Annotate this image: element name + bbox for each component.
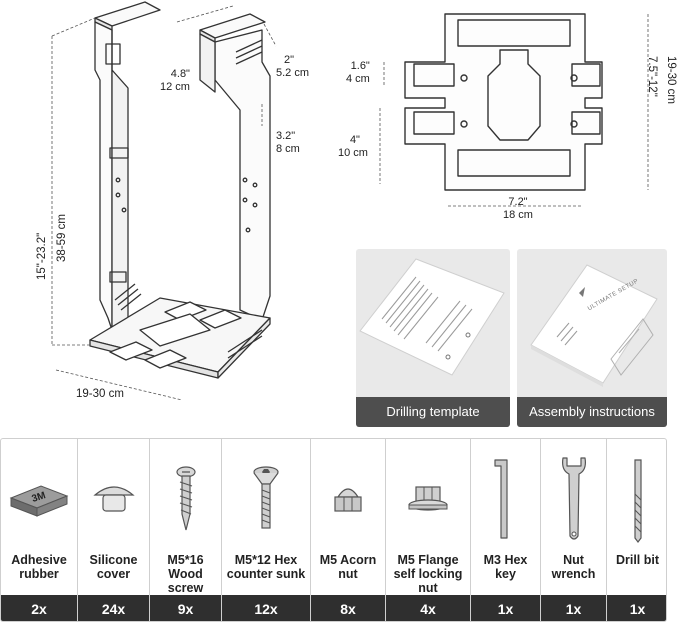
tower-depth-cm: 5.2 cm [276,67,310,79]
part-silicone-cover: Silicone cover 24x [78,439,150,621]
part-count: 2x [1,595,77,621]
tower-depth-in: 2" [284,54,295,66]
wood-screw-icon [175,466,196,531]
part-count: 9x [150,595,221,621]
plate-width-cm: 18 cm [503,209,533,221]
assembly-instructions-caption: Assembly instructions [517,397,667,427]
part-label: Drill bit [615,553,660,567]
part-label: Nut wrench [551,553,596,581]
part-count: 12x [222,595,310,621]
part-adhesive-rubber: 3M Adhesive rubber 2x [1,439,78,621]
adhesive-rubber-icon: 3M [9,485,69,517]
plate-upper-cm: 4 cm [346,73,370,85]
tower-width-label: 4.8" 12 cm [160,68,190,94]
tower-height-cm: 38-59 cm [56,214,68,262]
assembly-instructions-icon [530,264,658,387]
part-hex-countersunk-screw: M5*12 Hex counter sunk 12x [222,439,311,621]
part-label: M5 Acorn nut [319,553,377,581]
hex-countersunk-screw-icon [253,466,279,529]
adhesive-rubber-brand: 3M [31,490,48,505]
tower-width-in: 4.8" [170,68,190,80]
plate-lower-in: 4" [349,134,360,146]
part-count: 1x [541,595,606,621]
plate-dimension-lines [379,14,649,207]
mounting-plate-drawing [404,13,603,191]
part-count: 1x [471,595,540,621]
plate-upper-in: 1.6" [350,60,370,72]
plate-height-in: 7.5"-12" [646,56,658,97]
cpu-holder-drawing [89,1,271,379]
part-drill-bit: Drill bit 1x [607,439,666,621]
assembly-instructions-card: ULTIMATE SETUP Assembly instructions [517,249,667,427]
product-drawings [51,1,649,401]
flange-nut-icon [408,486,448,511]
tower-slot-cm: 8 cm [276,143,300,155]
part-label: Silicone cover [89,553,138,581]
part-count: 8x [311,595,385,621]
tower-slot-in: 3.2" [276,130,296,142]
part-label: M5 Flange self locking nut [393,553,463,595]
part-hex-key: M3 Hex key 1x [471,439,541,621]
hex-key-icon [493,459,508,539]
drilling-template-icon [359,258,505,376]
part-flange-nut: M5 Flange self locking nut 4x [386,439,471,621]
part-count: 24x [78,595,149,621]
silicone-cover-icon [92,486,135,512]
tower-width-cm: 12 cm [160,81,190,93]
included-parts-table: 3M Adhesive rubber 2x Silicone cover 24x [0,438,667,622]
part-wood-screw: M5*16 Wood screw 9x [150,439,222,621]
part-label: M5*12 Hex counter sunk [226,553,306,581]
tower-base-label: 19-30 cm [76,388,124,400]
plate-height-cm: 19-30 cm [665,56,677,104]
part-count: 1x [607,595,666,621]
tower-slot-label: 3.2" 8 cm [276,130,300,156]
plate-upper-label: 1.6" 4 cm [346,60,370,86]
drilling-template-caption: Drilling template [356,397,510,427]
part-label: M5*16 Wood screw [167,553,204,595]
nut-wrench-icon [561,457,586,540]
plate-lower-label: 4" 10 cm [338,134,368,160]
part-label: Adhesive rubber [11,553,67,581]
part-label: M3 Hex key [483,553,528,581]
acorn-nut-icon [334,488,362,512]
plate-width-in: 7.2" [508,196,528,208]
plate-lower-cm: 10 cm [338,147,368,159]
part-count: 4x [386,595,470,621]
tower-depth-label: 2" 5.2 cm [276,54,309,80]
tower-height-in: 15"-23.2" [36,232,48,280]
part-nut-wrench: Nut wrench 1x [541,439,607,621]
part-acorn-nut: M5 Acorn nut 8x [311,439,386,621]
tower-dimension-lines [51,5,277,401]
drill-bit-icon [633,459,642,543]
plate-width-label: 7.2" 18 cm [490,196,546,222]
drilling-template-card: Drilling template [356,249,510,427]
